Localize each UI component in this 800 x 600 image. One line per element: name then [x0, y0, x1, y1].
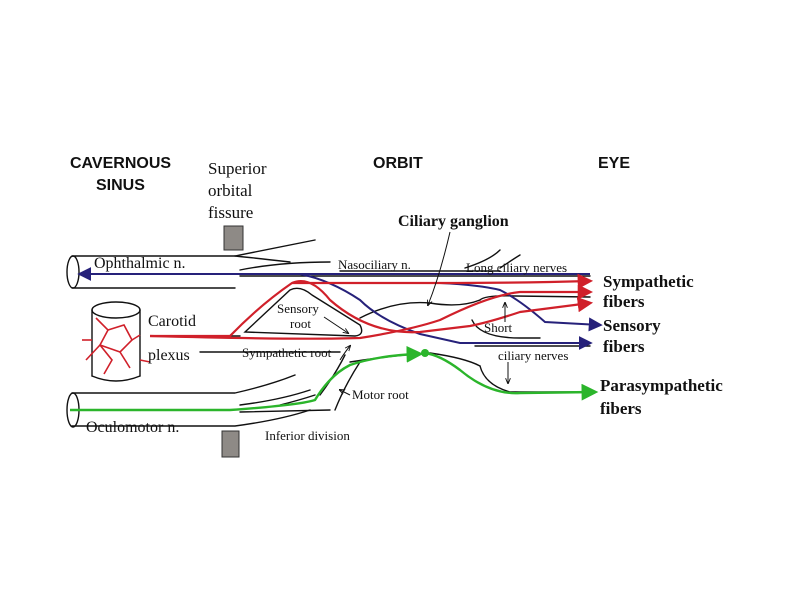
- eye-header: EYE: [598, 155, 630, 172]
- legend-sympathetic-line1: Sympathetic: [603, 272, 694, 291]
- superior-orbital-fissure-line3: fissure: [208, 203, 253, 222]
- sympathetic-pathway: [149, 273, 594, 340]
- orbit-header: ORBIT: [373, 155, 423, 172]
- superior-orbital-fissure-line2: orbital: [208, 181, 253, 200]
- oculomotor-nerve-label: Oculomotor n.: [86, 419, 179, 436]
- superior-fissure-bone: [223, 225, 244, 251]
- legend-parasympathetic-line2: fibers: [600, 399, 642, 418]
- ganglion-synapse-dot: [421, 349, 429, 357]
- sympathetic-root-label: Sympathetic root: [242, 345, 332, 360]
- superior-orbital-fissure-line1: Superior: [208, 159, 267, 178]
- inferior-fissure-bone: [221, 430, 240, 458]
- parasympathetic-pathway: [70, 345, 599, 412]
- long-ciliary-nerves-label: Long ciliary nerves: [466, 260, 567, 275]
- sensory-root-label-line2: root: [290, 316, 311, 331]
- ciliary-nerves-label: ciliary nerves: [498, 348, 568, 363]
- cavernous-sinus-header-line2: SINUS: [96, 177, 145, 194]
- inferior-division-label: Inferior division: [265, 428, 350, 443]
- carotid-label: Carotid: [148, 313, 196, 330]
- legend-sympathetic-line2: fibers: [603, 292, 645, 311]
- nasociliary-nerve-label: Nasociliary n.: [338, 257, 411, 272]
- sensory-root-label-line1: Sensory: [277, 301, 319, 316]
- leader-arrows: [323, 231, 508, 396]
- legend-sensory-line2: fibers: [603, 337, 645, 356]
- plexus-label: plexus: [148, 347, 190, 364]
- cavernous-sinus-header-line1: CAVERNOUS: [70, 155, 171, 172]
- legend-parasympathetic-line1: Parasympathetic: [600, 376, 723, 395]
- motor-root-label: Motor root: [352, 387, 409, 402]
- legend-sensory-line1: Sensory: [603, 316, 661, 335]
- carotid-plexus-network: [82, 317, 151, 375]
- sensory-pathway: [77, 267, 603, 350]
- short-ciliary-label: Short: [484, 320, 513, 335]
- ophthalmic-nerve-label: Ophthalmic n.: [94, 255, 186, 272]
- ciliary-ganglion-label: Ciliary ganglion: [398, 213, 509, 230]
